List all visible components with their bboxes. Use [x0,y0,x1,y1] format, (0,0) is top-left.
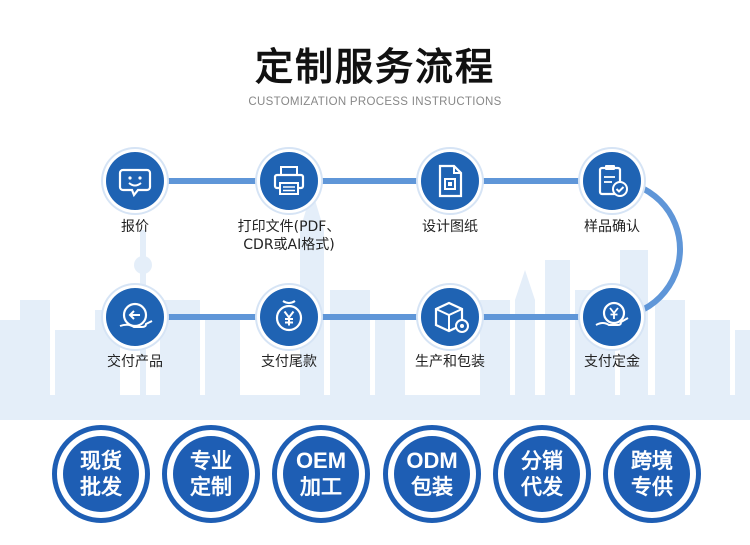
step-label: 支付定金 [584,354,640,370]
step-label: 打印文件(PDF、 CDR或AI格式) [237,219,341,253]
badge-line1: 跨境 [631,449,673,473]
step-production-node [421,288,479,346]
page-title: 定制服务流程 [254,45,495,89]
badge-distribution: 分销代发 [493,425,591,523]
step-sample-confirm-node [583,152,641,210]
badge-line2: 代发 [521,475,563,499]
badge-line1: 专业 [190,449,232,473]
badge-line1: ODM [406,448,458,473]
badge-professional-custom: 专业定制 [162,425,260,523]
page-subtitle: CUSTOMIZATION PROCESS INSTRUCTIONS [248,96,502,108]
step-print-file-node [260,152,318,210]
step-label: 报价 [121,219,149,235]
step-design-node [421,152,479,210]
hand-yen-coin-icon [595,301,629,326]
delivery-arrow-icon [119,302,153,328]
badge-line1: 现货 [80,449,122,473]
badge-spot-wholesale: 现货批发 [52,425,150,523]
design-document-icon [438,164,463,198]
badge-cross-border: 跨境专供 [603,425,701,523]
badge-line2: 加工 [300,475,342,499]
badge-line2: 专供 [631,475,673,499]
yen-coin-icon [275,300,303,332]
box-gear-icon [434,301,469,333]
step-quote-node [106,152,164,210]
badge-line2: 批发 [80,475,122,499]
step-deposit-node [583,288,641,346]
badge-line2: 定制 [190,475,232,499]
clipboard-check-icon [598,165,628,197]
step-label: 设计图纸 [422,219,478,235]
badge-line1: OEM [295,448,347,473]
step-deliver-node [106,288,164,346]
step-label: 支付尾款 [261,354,317,370]
chat-bubble-icon [118,168,152,198]
step-label: 样品确认 [584,219,640,235]
step-final-payment-node [260,288,318,346]
badge-line1: 分销 [521,449,563,473]
step-label: 生产和包装 [415,354,485,370]
printer-icon [273,166,305,195]
badge-line2: 包装 [411,475,453,499]
step-label: 交付产品 [107,354,163,370]
